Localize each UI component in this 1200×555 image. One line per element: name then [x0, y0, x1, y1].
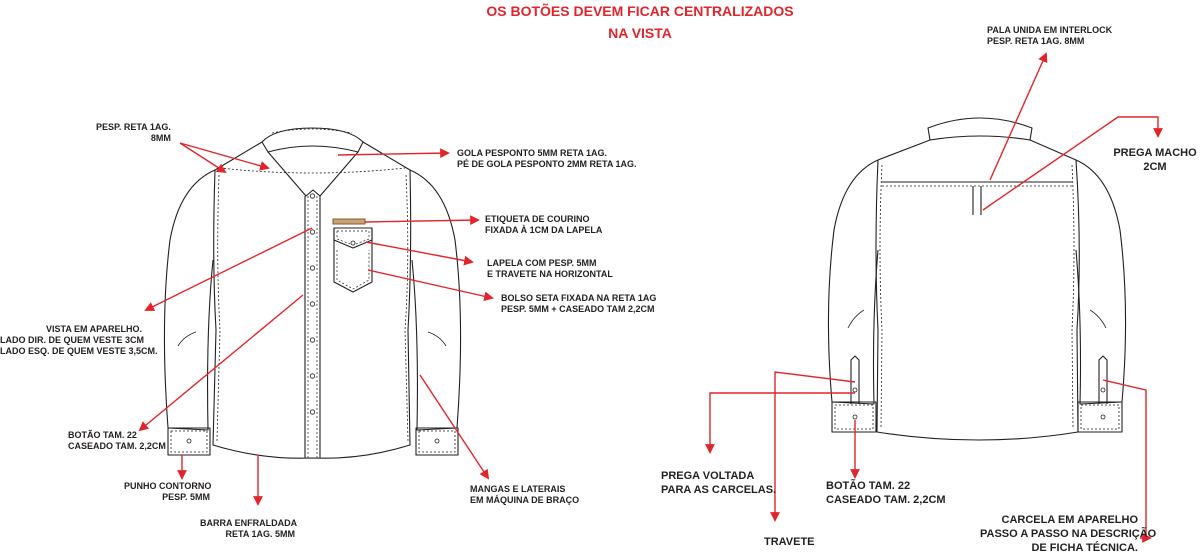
back-right-sleeve	[1075, 159, 1127, 405]
label-etiqueta: ETIQUETA DE COURINO FIXADA À 1CM DA LAPE…	[485, 214, 603, 235]
label-prega-macho: PREGA MACHO 2CM	[1113, 147, 1197, 173]
back-right-carcela	[1098, 355, 1108, 404]
front-placket	[304, 196, 321, 458]
label-bolso: BOLSO SETA FIXADA NA RETA 1AG PESP. 5MM …	[501, 293, 657, 314]
front-right-cuff	[415, 427, 459, 456]
back-shirt	[827, 117, 1127, 441]
label-botao-back: BOTÃO TAM. 22 CASEADO TAM. 2,2CM	[826, 480, 946, 506]
label-pala: PALA UNIDA EM INTERLOCK PESP. RETA 1AG. …	[987, 25, 1113, 46]
courino-label	[332, 218, 366, 225]
label-lapela: LAPELA COM PESP. 5MM E TRAVETE NA HORIZO…	[487, 258, 613, 279]
back-right-cuff	[1077, 401, 1123, 433]
label-vista: VISTA EM APARELHO. LADO DIR. DE QUEM VES…	[0, 324, 158, 356]
label-mangas: MANGAS E LATERAIS EM MÁQUINA DE BRAÇO	[470, 484, 580, 505]
front-body-outline	[212, 141, 412, 459]
front-buttons	[186, 193, 440, 444]
back-left-carcela	[850, 355, 860, 404]
label-gola: GOLA PESPONTO 5MM RETA 1AG. PÉ DE GOLA P…	[457, 148, 637, 169]
back-left-sleeve	[827, 159, 879, 405]
back-body-outline	[875, 139, 1080, 441]
front-left-cuff	[167, 427, 211, 456]
back-buttons	[852, 387, 1106, 420]
label-barra: BARRA ENFRALDADA RETA 1AG. 5MM	[200, 518, 298, 539]
label-punho: PUNHO CONTORNO PESP. 5MM	[124, 481, 212, 502]
label-botao-front: BOTÃO TAM. 22 CASEADO TAM. 2,2CM	[68, 430, 166, 451]
title-line-2: NA VISTA	[608, 25, 672, 41]
annotation-arrows	[138, 52, 1163, 543]
front-pocket	[333, 227, 373, 293]
box-pleat	[972, 186, 982, 215]
front-left-sleeve	[163, 169, 216, 431]
title: OS BOTÕES DEVEM FICAR CENTRALIZADOS NA V…	[380, 0, 900, 44]
front-right-sleeve	[409, 169, 462, 431]
label-prega-voltada: PREGA VOLTADA PARA AS CARCELAS.	[661, 470, 777, 496]
front-collar	[261, 127, 364, 197]
label-carcela: CARCELA EM APARELHO PASSO A PASSO NA DES…	[980, 514, 1157, 554]
label-travete: TRAVETE	[764, 536, 815, 548]
title-line-1: OS BOTÕES DEVEM FICAR CENTRALIZADOS	[486, 3, 794, 19]
back-left-cuff	[831, 401, 877, 433]
front-shirt	[163, 127, 462, 459]
label-pesp-reta: PESP. RETA 1AG. 8MM	[96, 122, 171, 143]
